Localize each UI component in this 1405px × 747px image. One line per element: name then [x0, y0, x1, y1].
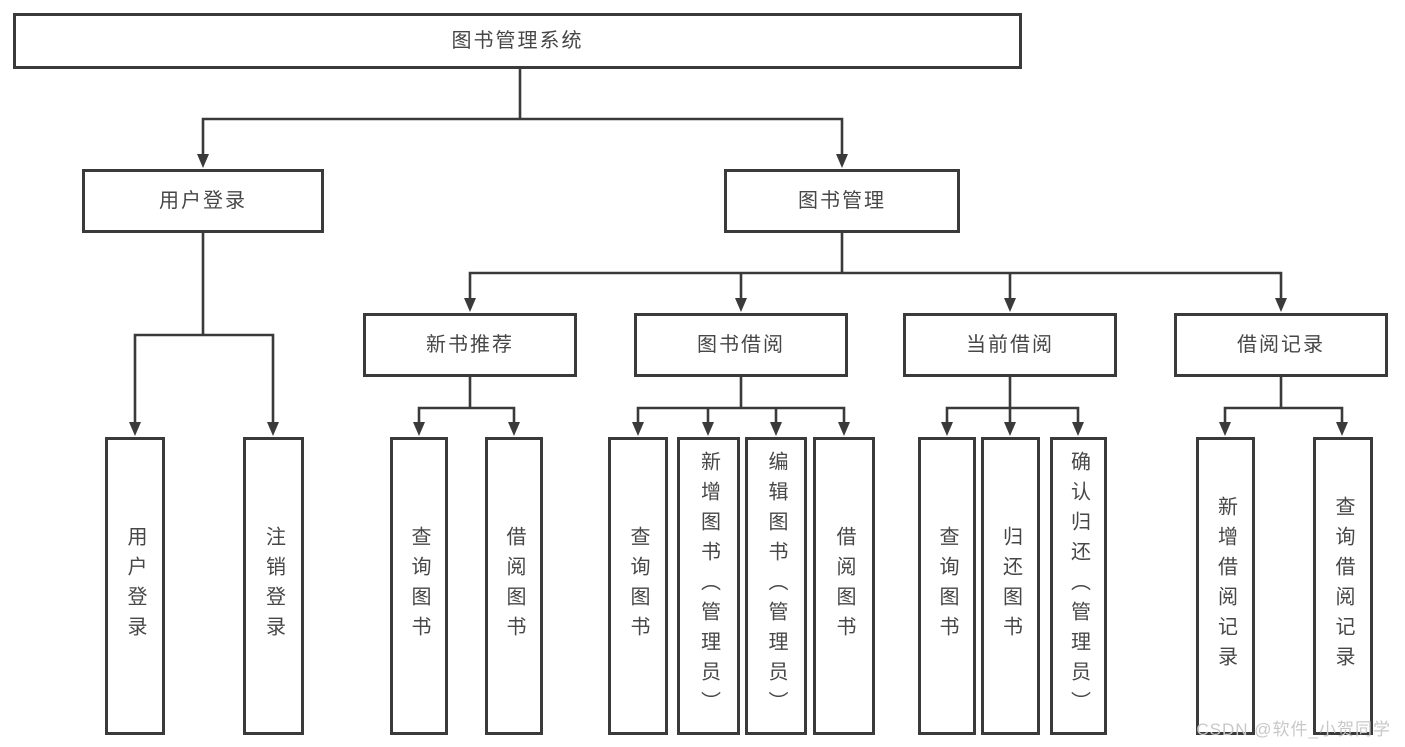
leaf-bb-edit-books-admin: 编辑图书（管理员） [745, 437, 807, 735]
leaf-cb-return-books-label: 归还图书 [999, 526, 1022, 646]
node-user-login-label: 用户登录 [159, 190, 247, 212]
leaf-bb-query-books-label: 查询图书 [627, 526, 649, 646]
node-root: 图书管理系统 [13, 13, 1022, 69]
leaf-br-add-record-label: 新增借阅记录 [1214, 496, 1237, 676]
leaf-bb-borrow-books: 借阅图书 [813, 437, 875, 735]
leaf-user-login-label: 用户登录 [124, 526, 146, 646]
leaf-bb-add-books-admin-label: 新增图书（管理员） [697, 451, 720, 721]
leaf-nbr-query-books-label: 查询图书 [408, 526, 430, 646]
leaf-br-query-record-label: 查询借阅记录 [1332, 496, 1354, 676]
leaf-bb-query-books: 查询图书 [608, 437, 668, 735]
leaf-nbr-borrow-books-label: 借阅图书 [503, 526, 525, 646]
node-book-management-label: 图书管理 [798, 190, 886, 212]
leaf-cb-confirm-return-admin: 确认归还（管理员） [1050, 437, 1107, 735]
leaf-bb-add-books-admin: 新增图书（管理员） [677, 437, 740, 735]
node-borrow-records-label: 借阅记录 [1237, 334, 1325, 356]
node-book-borrow: 图书借阅 [634, 313, 848, 377]
leaf-cb-query-books: 查询图书 [918, 437, 976, 735]
leaf-cb-query-books-label: 查询图书 [936, 526, 958, 646]
arrowhead-icons [129, 154, 1348, 436]
watermark: CSDN @软件_小贺同学 [1196, 720, 1391, 739]
node-root-label: 图书管理系统 [451, 30, 584, 52]
node-book-borrow-label: 图书借阅 [697, 334, 785, 356]
leaf-user-login: 用户登录 [105, 437, 165, 735]
leaf-logout: 注销登录 [243, 437, 304, 735]
node-new-book-recommend: 新书推荐 [363, 313, 577, 377]
leaf-cb-return-books: 归还图书 [981, 437, 1040, 735]
node-borrow-records: 借阅记录 [1174, 313, 1388, 377]
leaf-cb-confirm-return-admin-label: 确认归还（管理员） [1067, 451, 1090, 721]
leaf-br-add-record: 新增借阅记录 [1196, 437, 1255, 735]
node-user-login: 用户登录 [82, 169, 324, 233]
node-book-management: 图书管理 [724, 169, 960, 233]
leaf-logout-label: 注销登录 [262, 526, 285, 646]
leaf-bb-edit-books-admin-label: 编辑图书（管理员） [765, 451, 787, 721]
leaf-nbr-query-books: 查询图书 [390, 437, 448, 735]
leaf-nbr-borrow-books: 借阅图书 [485, 437, 543, 735]
leaf-bb-borrow-books-label: 借阅图书 [833, 526, 855, 646]
node-current-borrow-label: 当前借阅 [966, 334, 1054, 356]
leaf-br-query-record: 查询借阅记录 [1313, 437, 1373, 735]
node-current-borrow: 当前借阅 [903, 313, 1117, 377]
node-new-book-recommend-label: 新书推荐 [426, 334, 514, 356]
